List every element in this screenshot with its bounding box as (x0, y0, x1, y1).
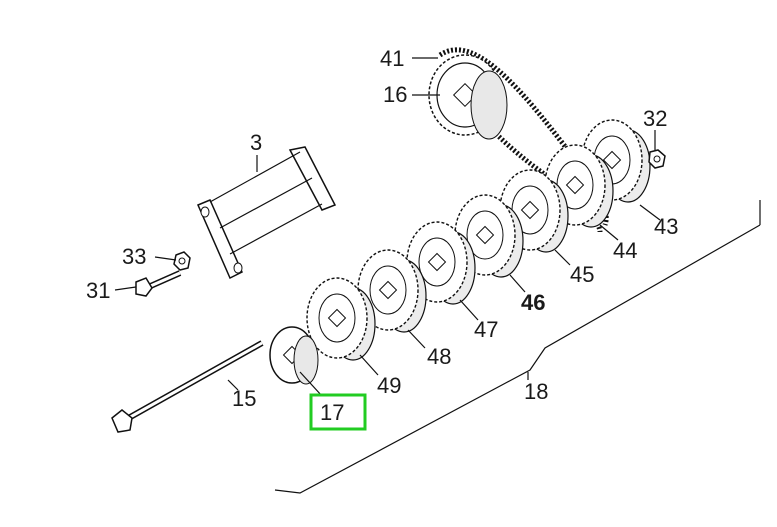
top-sprocket (428, 54, 508, 140)
callout-33[interactable]: 33 (122, 244, 146, 269)
bracket (197, 146, 337, 280)
callout-17[interactable]: 17 (320, 400, 344, 425)
callout-3[interactable]: 3 (250, 130, 262, 155)
highlight-box (309, 393, 367, 431)
leader-lines (114, 57, 661, 397)
callout-32[interactable]: 32 (643, 106, 667, 131)
callout-15[interactable]: 15 (232, 386, 256, 411)
nut-32 (648, 149, 666, 169)
callout-18[interactable]: 18 (524, 379, 548, 404)
callout-48[interactable]: 48 (427, 344, 451, 369)
nut-33 (173, 251, 191, 271)
callout-46[interactable]: 46 (521, 290, 545, 315)
callout-43[interactable]: 43 (654, 214, 678, 239)
callout-16[interactable]: 16 (383, 82, 407, 107)
end-plate (269, 326, 319, 385)
callout-41[interactable]: 41 (380, 46, 404, 71)
callout-labels: 41 16 3 32 33 31 43 44 45 46 47 48 49 15… (86, 46, 678, 425)
callout-49[interactable]: 49 (377, 373, 401, 398)
gear-49 (306, 277, 376, 361)
callout-47[interactable]: 47 (474, 317, 498, 342)
callout-44[interactable]: 44 (613, 238, 637, 263)
callout-45[interactable]: 45 (570, 262, 594, 287)
long-bolt (111, 340, 264, 433)
assembly-boundary-line (274, 200, 761, 494)
gear-stack (306, 119, 651, 361)
small-bolt (135, 270, 182, 297)
callout-31[interactable]: 31 (86, 278, 110, 303)
